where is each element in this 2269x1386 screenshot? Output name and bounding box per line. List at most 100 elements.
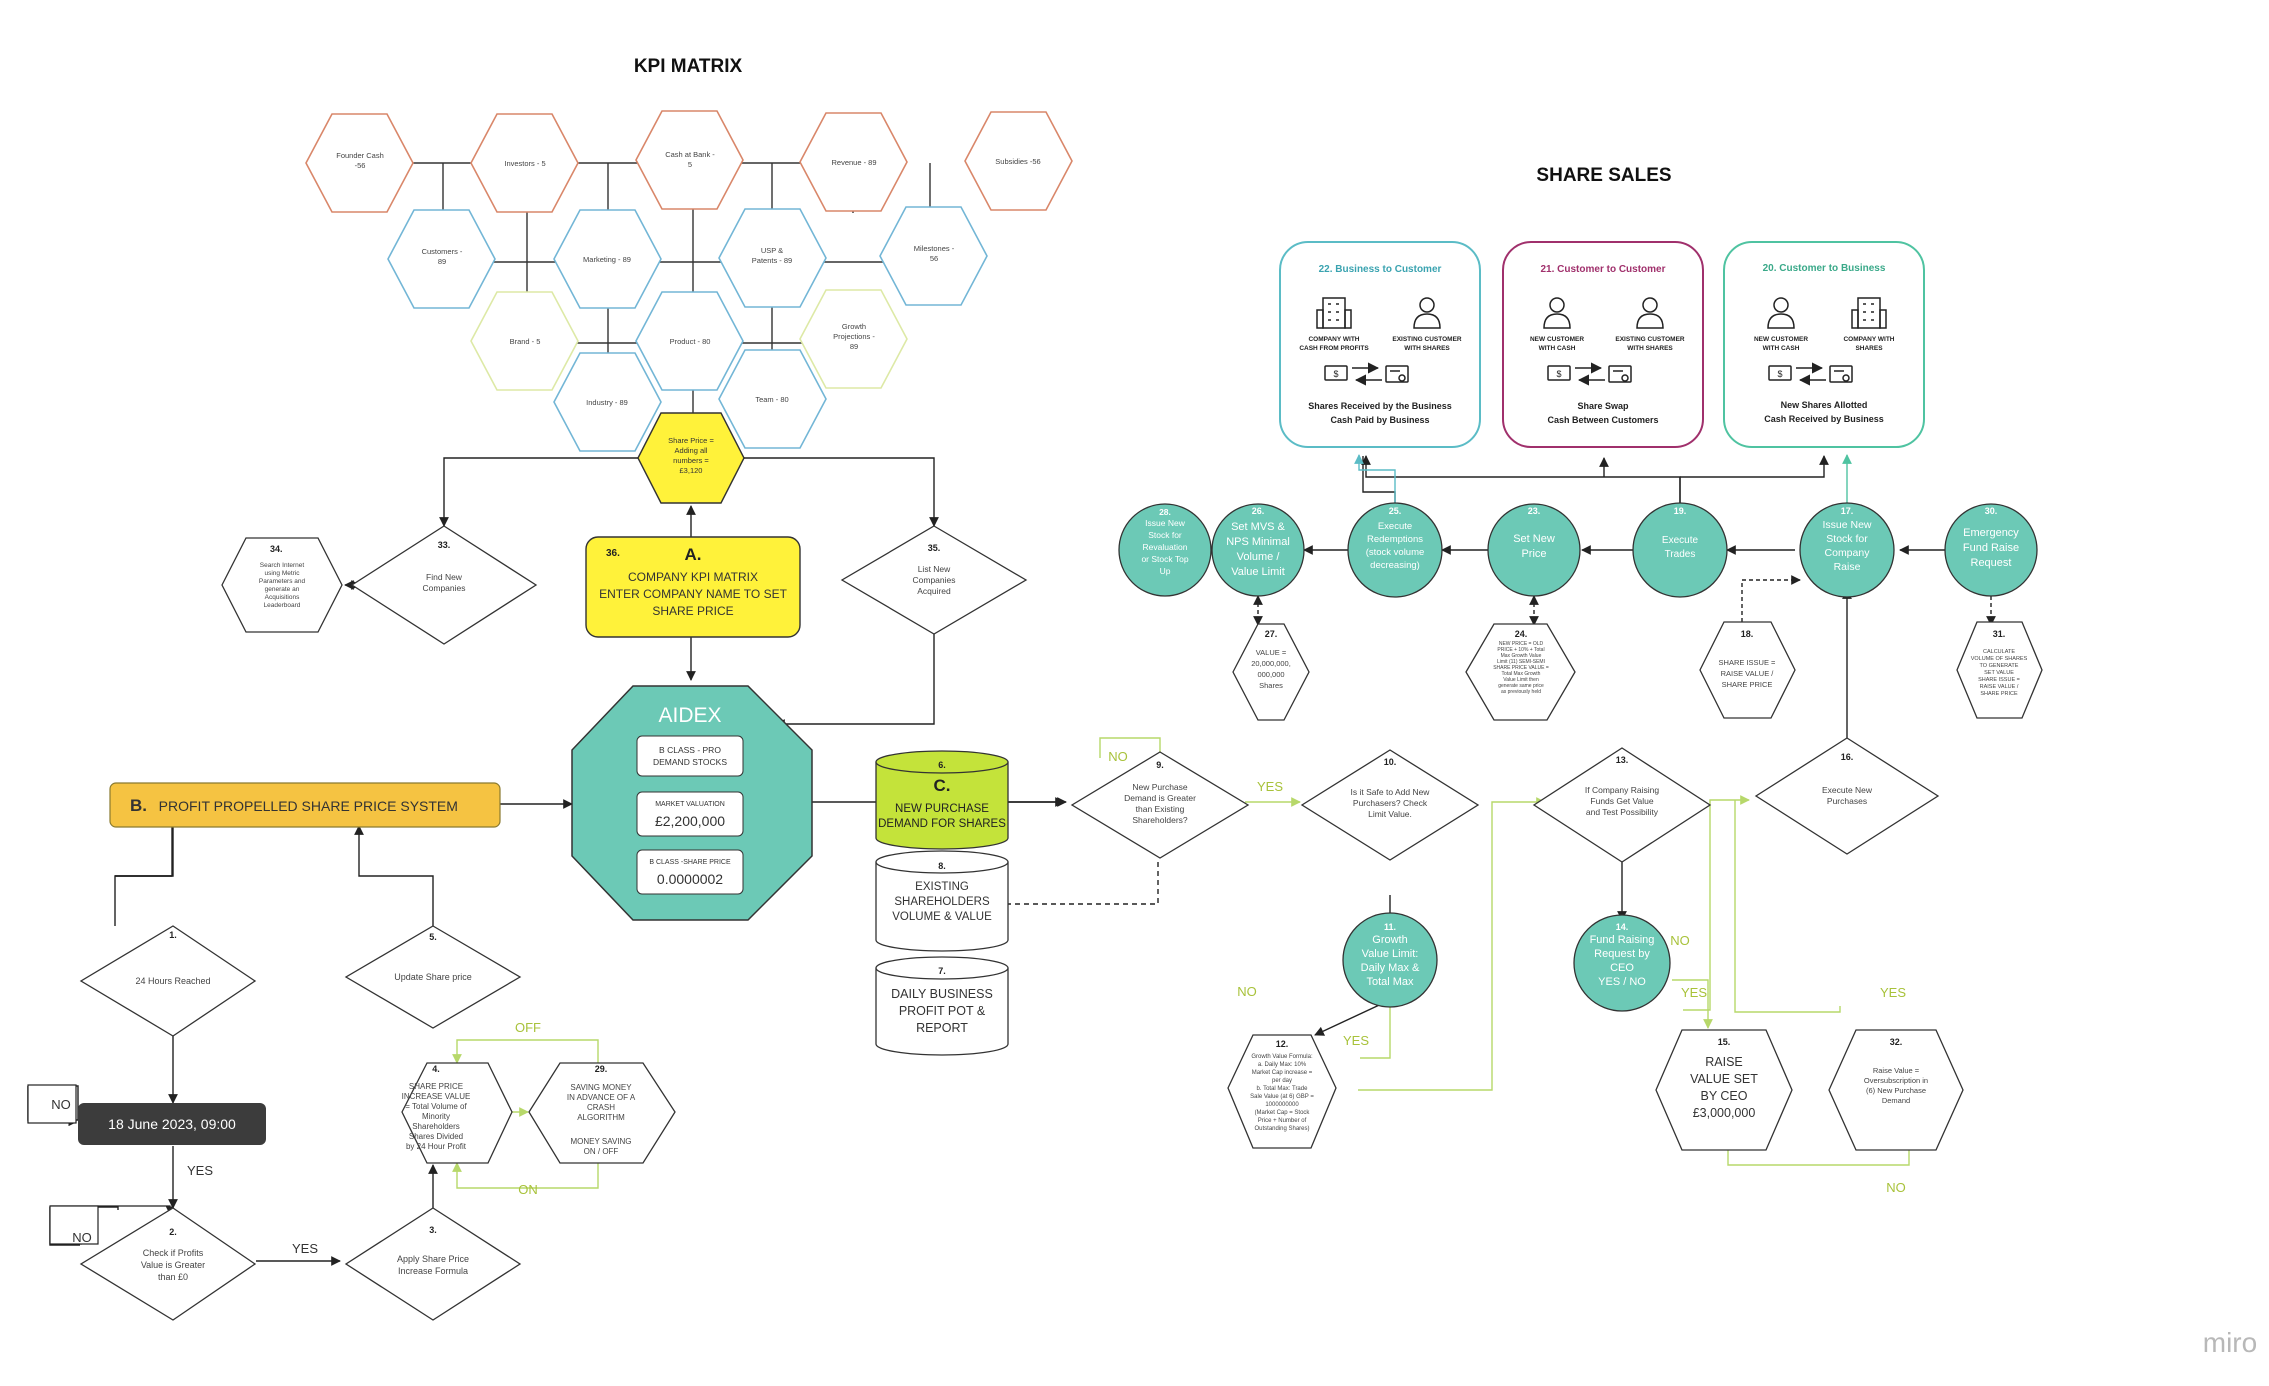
svg-text:9.: 9.	[1156, 760, 1164, 770]
svg-text:14.: 14.	[1616, 922, 1629, 932]
node-1-24-hours-reached[interactable]: 1. 24 Hours Reached	[79, 925, 257, 1037]
date-event-box[interactable]: 18 June 2023, 09:00	[78, 1103, 266, 1145]
node-32-raise-value-oversubscription[interactable]: 32. Raise Value =Oversubscription in(6) …	[1828, 1029, 1964, 1151]
node-18-share-issue[interactable]: 18. SHARE ISSUE =RAISE VALUE /SHARE PRIC…	[1699, 621, 1796, 719]
svg-text:33.: 33.	[438, 540, 451, 550]
svg-text:5.: 5.	[429, 932, 437, 942]
hex-revenue[interactable]: Revenue - 89	[799, 112, 908, 212]
hex-cash-at-bank[interactable]: Cash at Bank -5	[635, 110, 744, 210]
label-on: ON	[518, 1182, 538, 1197]
hex-usp-patents[interactable]: USP &Patents - 89	[718, 208, 827, 308]
node-b-profit-propelled[interactable]: B. PROFIT PROPELLED SHARE PRICE SYSTEM	[109, 782, 501, 828]
svg-text:22. Business to Customer: 22. Business to Customer	[1319, 264, 1442, 275]
label-yes-9: YES	[1257, 779, 1283, 794]
hex-milestones[interactable]: Milestones -56	[879, 206, 988, 306]
svg-text:6.: 6.	[938, 760, 946, 770]
no-loop-box-2	[49, 1205, 99, 1245]
hex-brand[interactable]: Brand - 5	[470, 291, 579, 391]
svg-text:$: $	[1777, 369, 1782, 379]
svg-text:13.: 13.	[1616, 755, 1629, 765]
hex-investors[interactable]: Investors - 5	[470, 113, 579, 213]
node-12-growth-value-formula[interactable]: 12. Growth Value Formula:a. Daily Max: 1…	[1227, 1034, 1337, 1149]
svg-text:0.0000002: 0.0000002	[657, 871, 723, 887]
kpi-hexagons: Founder Cash-56 Investors - 5 Cash at Ba…	[305, 110, 1073, 452]
svg-text:29.: 29.	[595, 1064, 608, 1074]
svg-text:23.: 23.	[1528, 506, 1541, 516]
svg-text:Update Share price: Update Share price	[394, 972, 472, 982]
node-5-update-share-price[interactable]: 5. Update Share price	[344, 925, 522, 1029]
hex-customers[interactable]: Customers -89	[387, 209, 496, 309]
hex-industry[interactable]: Industry - 89	[553, 352, 662, 452]
hex-marketing[interactable]: Marketing - 89	[553, 209, 662, 309]
svg-text:Founder Cash-56: Founder Cash-56	[336, 151, 384, 170]
hex-founder-cash[interactable]: Founder Cash-56	[305, 113, 414, 213]
svg-text:27.: 27.	[1265, 629, 1278, 639]
svg-text:$: $	[1556, 369, 1561, 379]
on-off-connectors	[452, 1039, 599, 1189]
svg-text:24 Hours Reached: 24 Hours Reached	[135, 976, 210, 986]
hex-product[interactable]: Product - 80	[635, 291, 744, 391]
certificate-icon	[1608, 365, 1632, 383]
hex-team[interactable]: Team - 80	[718, 349, 827, 449]
svg-text:28.: 28.	[1159, 507, 1171, 517]
svg-text:AIDEX: AIDEX	[658, 704, 721, 727]
svg-text:Industry - 89: Industry - 89	[586, 398, 628, 407]
svg-text:3.: 3.	[429, 1225, 437, 1235]
share-sales-title: SHARE SALES	[1536, 165, 1671, 186]
svg-text:32.: 32.	[1890, 1037, 1903, 1047]
hex-subsidies[interactable]: Subsidies -56	[964, 111, 1073, 211]
svg-text:15.: 15.	[1718, 1037, 1731, 1047]
label-no-1: NO	[51, 1097, 71, 1112]
